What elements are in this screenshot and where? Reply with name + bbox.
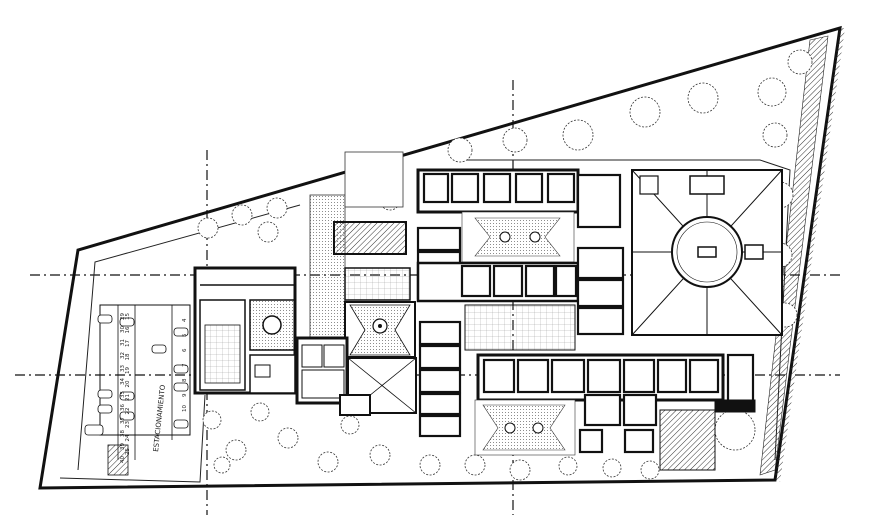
parking-slot-number: 25 <box>125 448 131 455</box>
parking-slot-number: 17 <box>125 340 131 347</box>
parking-slot-number: 18 <box>125 353 131 360</box>
parking-slot-number: 39 <box>120 443 126 450</box>
parking-slot-number: 40 <box>120 456 126 463</box>
parking-slot-number: 7 <box>182 363 188 367</box>
south-east-rooms <box>578 393 716 471</box>
parking-slot-number: 36 <box>120 404 126 411</box>
parking-slot-number: 20 <box>125 380 131 387</box>
parking-slot-number: 16 <box>125 326 131 333</box>
parking-slot-number: 15 <box>125 313 131 320</box>
parking-slot-numbers: 29 30 31 32 33 34 35 36 37 38 39 40 15 16 17 18 19 20 21 22… <box>120 313 188 463</box>
south-courtyard <box>474 399 576 456</box>
service-block <box>295 336 417 416</box>
parking-slot-number: 22 <box>125 408 131 415</box>
south-classroom-row <box>476 353 756 413</box>
parking-slot-number: 37 <box>120 417 126 424</box>
parking-slot-number: 19 <box>125 367 131 374</box>
center-west-rooms <box>416 226 580 303</box>
parking-slot-number: 38 <box>120 430 126 437</box>
parking-slot-number: 32 <box>120 352 126 359</box>
parking-slot-number: 33 <box>120 365 126 372</box>
central-hall <box>464 304 576 351</box>
west-building <box>193 266 297 395</box>
parking-lot <box>84 304 191 476</box>
parking-slot-number: 10 <box>182 405 188 412</box>
parking-label: ESTACIONAMIENTO <box>152 384 167 452</box>
parking-slot-number: 4 <box>182 318 188 322</box>
parking-slot-number: 8 <box>182 378 188 382</box>
parking-slot-number: 24 <box>125 434 131 441</box>
central-plaza <box>309 151 416 358</box>
parking-slot-number: 35 <box>120 391 126 398</box>
auditorium <box>631 169 783 336</box>
parking-slot-number: 9 <box>182 393 188 397</box>
parking-slot-number: 34 <box>120 378 126 385</box>
north-classroom-block <box>416 168 622 229</box>
parking-slot-number: 29 <box>120 313 126 320</box>
parking-slot-number: 21 <box>125 394 131 401</box>
parking-slot-number: 30 <box>120 326 126 333</box>
north-courtyard <box>461 211 575 263</box>
parking-slot-number: 31 <box>120 339 126 346</box>
site-boundary <box>38 25 845 490</box>
parking-slot-number: 23 <box>125 421 131 428</box>
parking-slot-number: 6 <box>182 348 188 352</box>
south-west-classrooms <box>418 320 462 438</box>
parking-slot-number: 5 <box>182 333 188 337</box>
east-classroom-column <box>576 246 625 336</box>
